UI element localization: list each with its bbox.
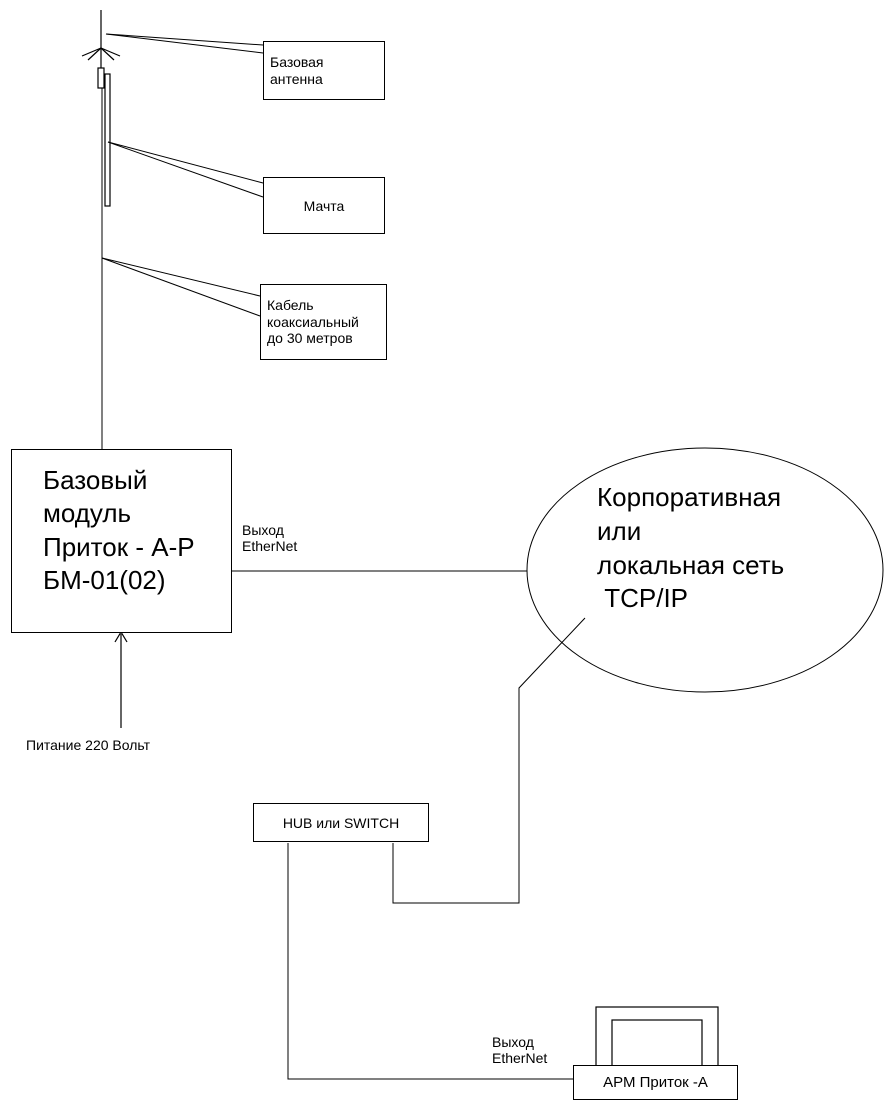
- mast-label-box: Мачта: [263, 177, 385, 234]
- ethernet-out-top-label: Выход EtherNet: [242, 522, 298, 555]
- antenna-label: Базовая антенна: [270, 54, 324, 87]
- hub-box: HUB или SWITCH: [253, 803, 429, 842]
- workstation-box: АРМ Приток -А: [573, 1065, 738, 1100]
- antenna-label-box: Базовая антенна: [263, 41, 385, 100]
- base-module-box: Базовый модуль Приток - А-Р БМ-01(02): [11, 449, 232, 633]
- network-to-hub-line: [392, 617, 586, 904]
- base-module-label: Базовый модуль Приток - А-Р БМ-01(02): [43, 465, 195, 595]
- network-label: Корпоративная или локальная сеть TCP/IP: [597, 482, 785, 614]
- mast-icon: [104, 73, 111, 207]
- hub-label: HUB или SWITCH: [282, 814, 400, 831]
- cable-label: Кабель коаксиальный до 30 метров: [267, 297, 359, 347]
- callout-lines: [101, 33, 264, 317]
- power-arrow-icon: [114, 630, 128, 728]
- mast-label: Мачта: [303, 197, 345, 214]
- hub-to-workstation-line: [287, 843, 573, 1080]
- network-ellipse: [526, 447, 884, 693]
- antenna-icon: [81, 10, 121, 89]
- power-label: Питание 220 Вольт: [26, 737, 150, 753]
- ethernet-out-bottom-label: Выход EtherNet: [492, 1034, 548, 1067]
- workstation-label: АРМ Приток -А: [603, 1074, 708, 1091]
- cable-label-box: Кабель коаксиальный до 30 метров: [260, 284, 387, 360]
